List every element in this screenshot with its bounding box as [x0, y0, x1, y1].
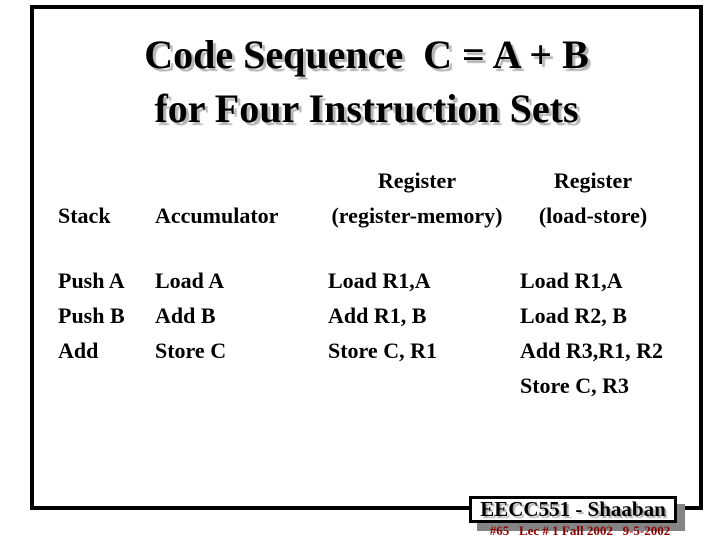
table-cell: Add — [58, 338, 99, 363]
column-header-top: Register — [553, 168, 633, 193]
table-cell: Load R1,A — [520, 268, 623, 293]
column-header: Stack — [58, 203, 111, 228]
column-header: (load-store) — [538, 203, 648, 228]
lecture-note: #65 Lec # 1 Fall 2002 9-5-2002 — [489, 523, 671, 538]
table-cell: Store C, R1 — [328, 338, 437, 363]
column-register-memory: Register (register-memory) Load R1,A Add… — [322, 168, 512, 413]
table-cell: Load A — [155, 268, 225, 293]
slide-title: Code Sequence C = A + B for Four Instruc… — [30, 28, 703, 136]
slide-title-line1: Code Sequence C = A + B — [144, 32, 589, 77]
table-cell: Add R1, B — [328, 303, 427, 328]
column-stack: Stack Push A Push B Add — [58, 168, 158, 413]
table-cell: Push A — [58, 268, 125, 293]
column-load-store: Register (load-store) Load R1,A Load R2,… — [513, 168, 673, 413]
table-cell: Store C, R3 — [520, 373, 629, 398]
column-header: Accumulator — [155, 203, 279, 228]
course-badge: EECC551 - Shaaban — [469, 496, 677, 523]
slide-title-line2: for Four Instruction Sets — [154, 86, 579, 131]
table-cell: Add B — [155, 303, 216, 328]
slide-frame — [30, 5, 703, 510]
column-header: (register-memory) — [331, 203, 503, 228]
column-accumulator: Accumulator Load A Add B Store C — [155, 168, 305, 413]
table-cell: Push B — [58, 303, 125, 328]
table-cell: Load R2, B — [520, 303, 627, 328]
table-cell: Load R1,A — [328, 268, 431, 293]
column-header-top: Register — [377, 168, 457, 193]
table-cell: Store C — [155, 338, 227, 363]
table-cell: Add R3,R1, R2 — [520, 338, 664, 363]
